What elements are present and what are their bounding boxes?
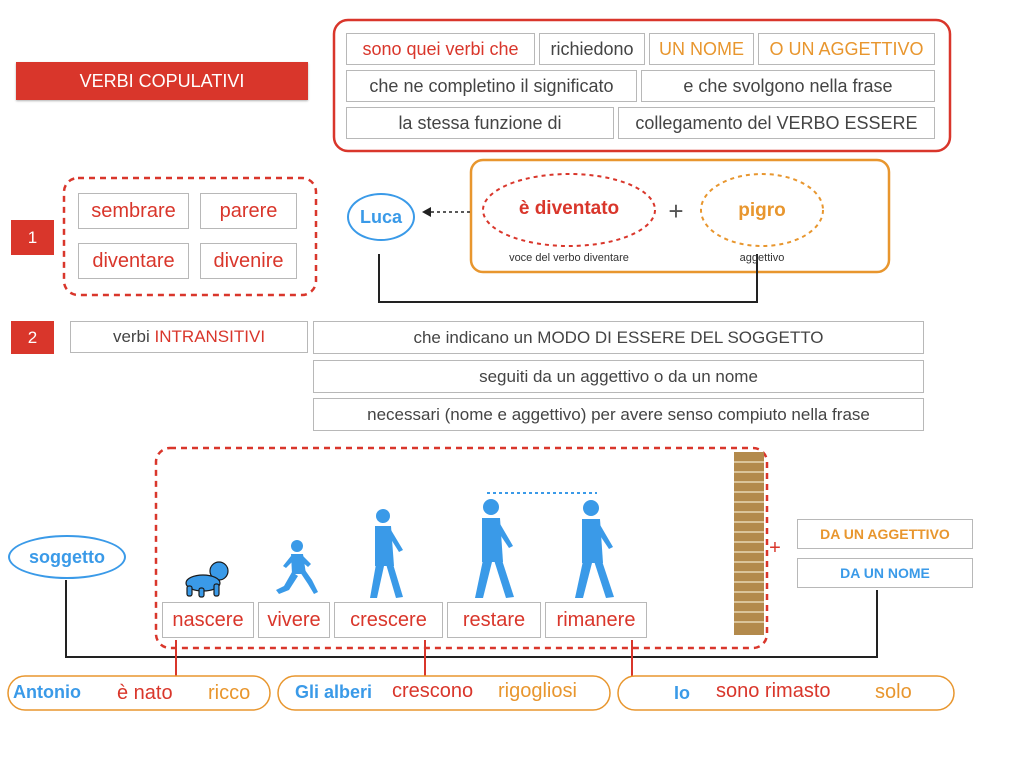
- intransitive-verb: nascere: [162, 602, 254, 638]
- complement-caption: aggettivo: [739, 252, 785, 264]
- example-sentence-verb: sono rimasto: [716, 680, 831, 702]
- example-sentence-subject: Gli alberi: [295, 682, 373, 702]
- child-running-icon: [276, 540, 318, 594]
- example-sentence: Antonio è nato ricco: [8, 676, 270, 710]
- copulative-verb: parere: [200, 193, 297, 229]
- adult-walking-icon: [575, 500, 614, 598]
- example-verb: è diventato: [518, 198, 620, 219]
- copulative-verb: diventare: [78, 243, 189, 279]
- intransitive-label: verbi INTRANSITIVI: [70, 321, 308, 353]
- adult-walking-icon: [475, 499, 514, 598]
- copulative-verb: divenire: [200, 243, 297, 279]
- complement-adjective: DA UN AGGETTIVO: [797, 519, 973, 549]
- example-subject-luca: Luca: [347, 193, 415, 241]
- example-sentence-subject: Antonio: [13, 682, 81, 702]
- plus-sign: +: [668, 196, 684, 226]
- example-sentence-complement: ricco: [208, 682, 251, 704]
- definition-phrase: la stessa funzione di: [346, 107, 614, 139]
- subject-bubble: soggetto: [8, 535, 126, 579]
- plus-sign: +: [769, 537, 781, 559]
- teen-walking-icon: [370, 509, 403, 598]
- example-sentence-subject: Io: [674, 683, 690, 703]
- page-title: VERBI COPULATIVI: [16, 62, 308, 100]
- example-sentence: Gli alberi crescono rigogliosi: [278, 676, 610, 710]
- page-title-text: VERBI COPULATIVI: [79, 70, 245, 91]
- example-subject-text: Luca: [359, 206, 402, 227]
- definition-phrase: collegamento del VERBO ESSERE: [618, 107, 935, 139]
- complement-noun: DA UN NOME: [797, 558, 973, 588]
- subject-bubble-text: soggetto: [29, 546, 105, 567]
- intransitive-verb: restare: [447, 602, 541, 638]
- definition-phrase: O UN AGGETTIVO: [758, 33, 935, 65]
- intransitive-verb: vivere: [258, 602, 330, 638]
- definition-phrase: UN NOME: [649, 33, 754, 65]
- definition-phrase: sono quei verbi che: [346, 33, 535, 65]
- definition-phrase: che ne completino il significato: [346, 70, 637, 102]
- example-sentence-complement: rigogliosi: [498, 680, 577, 702]
- intransitive-verb: crescere: [334, 602, 443, 638]
- example-sentence-complement: solo: [875, 681, 912, 703]
- section-2-line: che indicano un MODO DI ESSERE DEL SOGGE…: [313, 321, 924, 354]
- example-sentence-verb: è nato: [117, 682, 173, 704]
- example-sentence-verb: crescono: [392, 680, 474, 702]
- intransitive-label-highlight: INTRANSITIVI: [154, 327, 266, 346]
- section-1-number: 1: [11, 220, 54, 255]
- section-2-line: seguiti da un aggettivo o da un nome: [313, 360, 924, 393]
- section-2-number: 2: [11, 321, 54, 354]
- verb-caption: voce del verbo diventare: [509, 252, 629, 264]
- brick-wall-icon: [734, 452, 764, 635]
- section-2-line: necessari (nome e aggettivo) per avere s…: [313, 398, 924, 431]
- definition-phrase: richiedono: [539, 33, 645, 65]
- example-sentence: Io sono rimasto solo: [618, 676, 954, 710]
- intransitive-verb: rimanere: [545, 602, 647, 638]
- copulative-verb: sembrare: [78, 193, 189, 229]
- example-complement: pigro: [738, 200, 786, 221]
- intransitive-label-prefix: verbi: [112, 327, 150, 346]
- baby-icon: [185, 561, 229, 598]
- definition-phrase: e che svolgono nella frase: [641, 70, 935, 102]
